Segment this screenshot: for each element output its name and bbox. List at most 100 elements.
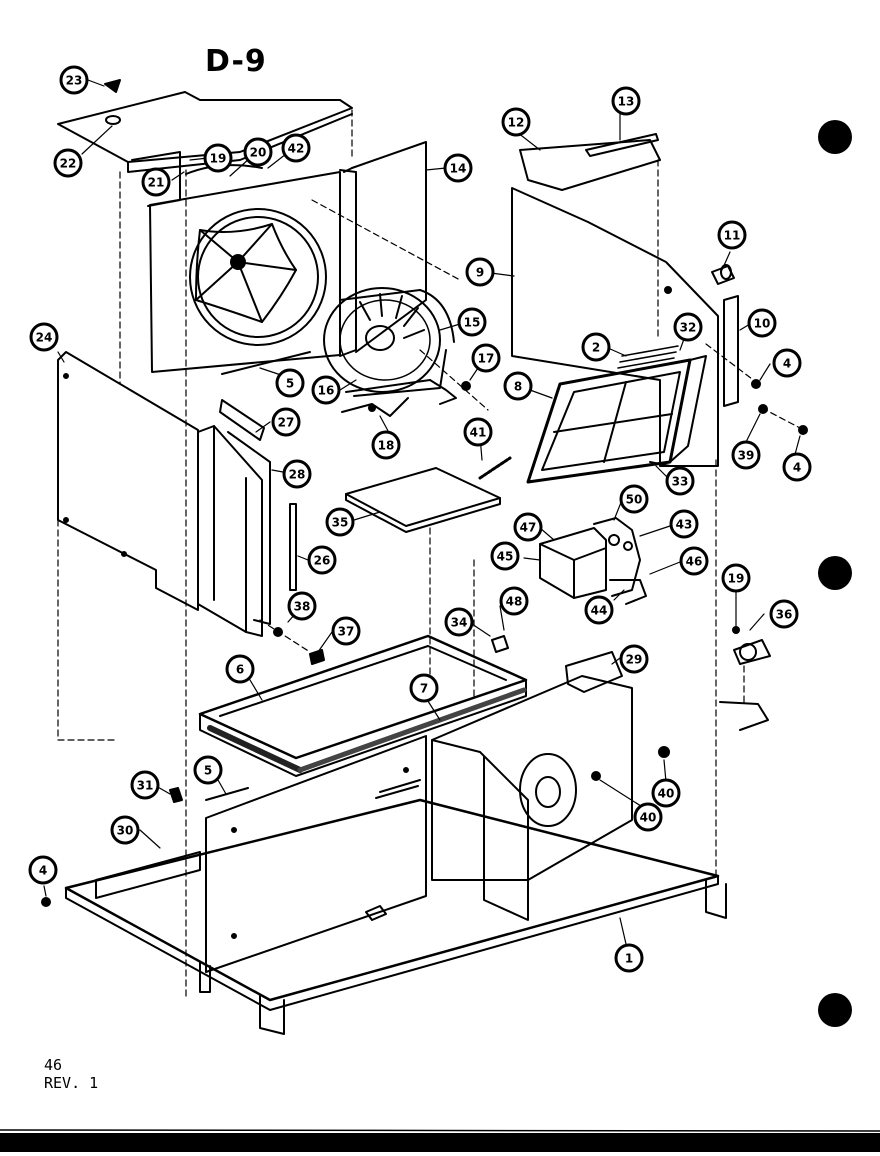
callout-number: 19 — [210, 152, 227, 166]
callout-circle — [457, 307, 487, 337]
callout-circle — [581, 332, 611, 362]
callout-number: 40 — [640, 811, 657, 825]
callout-19: 19 — [203, 143, 233, 173]
callout-circle — [584, 595, 614, 625]
callout-10: 10 — [747, 308, 777, 338]
callout-35: 35 — [325, 507, 355, 537]
callout-number: 43 — [676, 518, 693, 532]
callout-number: 4 — [783, 357, 791, 371]
screw-4-base — [41, 897, 51, 907]
callout-number: 30 — [117, 824, 134, 838]
callout-number: 35 — [332, 516, 349, 530]
callout-circle — [28, 855, 58, 885]
callout-circle — [282, 459, 312, 489]
callout-14: 14 — [443, 153, 473, 183]
callout-number: 33 — [672, 475, 689, 489]
callout-34: 34 — [444, 607, 474, 637]
clip-34 — [491, 635, 509, 653]
callout-47: 47 — [513, 512, 543, 542]
callout-number: 31 — [137, 779, 154, 793]
callout-circle — [271, 407, 301, 437]
motor-bracket-part — [341, 397, 409, 417]
callout-circle — [501, 107, 531, 137]
callout-5: 5 — [193, 755, 223, 785]
callout-circle — [29, 322, 59, 352]
callout-circle — [503, 371, 533, 401]
callout-40: 40 — [633, 802, 663, 832]
callout-number: 44 — [591, 604, 608, 618]
revision-label: REV. 1 — [44, 1074, 99, 1092]
clip-31 — [169, 787, 183, 803]
callout-circle — [53, 148, 83, 178]
callout-circle — [463, 417, 493, 447]
top-plate-12 — [519, 133, 661, 191]
callout-number: 48 — [506, 595, 523, 609]
bracket-29 — [565, 651, 623, 693]
page-title: D-9 — [205, 44, 267, 79]
callout-circle — [633, 802, 663, 832]
callout-18: 18 — [371, 430, 401, 460]
callout-44: 44 — [584, 595, 614, 625]
callout-28: 28 — [282, 459, 312, 489]
callout-30: 30 — [110, 815, 140, 845]
callout-number: 41 — [470, 426, 487, 440]
callout-circle — [611, 86, 641, 116]
left-side-panel — [57, 351, 199, 611]
callout-circle — [673, 312, 703, 342]
callout-number: 27 — [278, 416, 295, 430]
callout-circle — [281, 133, 311, 163]
callout-number: 13 — [618, 95, 635, 109]
callout-27: 27 — [271, 407, 301, 437]
leader-lines — [43, 79, 801, 945]
base-chassis-part — [64, 798, 727, 1035]
callout-number: 4 — [793, 461, 801, 475]
callout-circle — [193, 755, 223, 785]
callout-9: 9 — [465, 257, 495, 287]
screw-4-mid — [798, 425, 808, 435]
callout-4: 4 — [782, 452, 812, 482]
callout-circle — [325, 507, 355, 537]
page-number: 46 — [44, 1056, 63, 1074]
callout-circle — [443, 153, 473, 183]
callout-circle — [747, 308, 777, 338]
callout-40: 40 — [651, 778, 681, 808]
callout-number: 29 — [626, 653, 643, 667]
callout-20: 20 — [243, 137, 273, 167]
callout-1: 1 — [614, 943, 644, 973]
callout-number: 10 — [754, 317, 771, 331]
callout-26: 26 — [307, 545, 337, 575]
callout-number: 6 — [236, 663, 244, 677]
callout-number: 28 — [289, 468, 306, 482]
strip-5-upper — [221, 351, 311, 375]
callout-number: 5 — [286, 377, 294, 391]
callout-circle — [769, 599, 799, 629]
callout-circle — [130, 770, 160, 800]
callout-circle — [203, 143, 233, 173]
callout-circle — [243, 137, 273, 167]
callout-number: 2 — [592, 341, 600, 355]
screw-19 — [732, 626, 740, 634]
callout-45: 45 — [490, 541, 520, 571]
assembly-lines — [57, 109, 801, 1001]
scan-edge-bar — [0, 1133, 880, 1152]
callout-42: 42 — [281, 133, 311, 163]
callout-circle — [311, 375, 341, 405]
partition-wall — [205, 735, 427, 973]
callout-number: 36 — [776, 608, 793, 622]
frame-33 — [649, 461, 671, 467]
callout-circle — [490, 541, 520, 571]
callout-8: 8 — [503, 371, 533, 401]
callout-circle — [619, 644, 649, 674]
callout-circle — [782, 452, 812, 482]
callout-circle — [721, 563, 751, 593]
callout-16: 16 — [311, 375, 341, 405]
callout-number: 1 — [625, 952, 633, 966]
callout-15: 15 — [457, 307, 487, 337]
strip-5 — [205, 787, 249, 801]
callout-number: 39 — [738, 449, 755, 463]
callout-circle — [465, 257, 495, 287]
callout-37: 37 — [331, 616, 361, 646]
air-filter-part — [526, 355, 707, 484]
